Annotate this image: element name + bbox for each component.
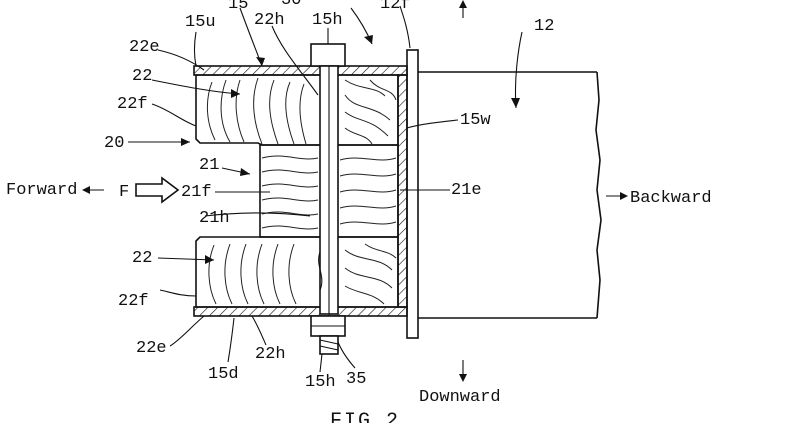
label-22f-bottom: 22f (118, 292, 149, 311)
label-30: 30 (281, 0, 301, 10)
label-22-bottom: 22 (132, 249, 152, 268)
label-15h-top: 15h (312, 11, 343, 30)
label-22e-top: 22e (129, 38, 160, 57)
label-f: F (119, 183, 129, 202)
figure-caption: FIG.2 (330, 410, 400, 423)
label-22h-bottom: 22h (255, 345, 286, 364)
rubber-block-upper (195, 74, 399, 146)
downward-arrow-icon (459, 360, 467, 382)
label-35: 35 (346, 370, 366, 389)
label-15u: 15u (185, 13, 216, 32)
label-backward: Backward (630, 189, 712, 208)
force-arrow-icon (135, 176, 180, 204)
arrow-heads (181, 35, 520, 264)
frame-member-12 (418, 71, 602, 319)
label-12: 12 (534, 17, 554, 36)
label-forward: Forward (6, 181, 77, 200)
bracket-15 (193, 65, 408, 317)
label-downward: Downward (419, 388, 501, 407)
rubber-block-lower (195, 236, 399, 308)
label-22e-bottom: 22e (136, 339, 167, 358)
label-15: 15 (228, 0, 248, 14)
label-21e: 21e (451, 181, 482, 200)
label-15w: 15w (460, 111, 491, 130)
label-22h-top: 22h (254, 11, 285, 30)
forward-arrow-icon (82, 186, 104, 194)
flange-plate-12f (406, 49, 419, 339)
label-21h: 21h (199, 209, 230, 228)
label-15d: 15d (208, 365, 239, 384)
upward-arrow-icon (459, 0, 467, 18)
backward-arrow-icon (606, 192, 628, 200)
label-21: 21 (199, 156, 219, 175)
label-22f-top: 22f (117, 95, 148, 114)
label-12f: 12f (380, 0, 411, 14)
label-21f: 21f (181, 183, 212, 202)
label-22-top: 22 (132, 67, 152, 86)
label-20: 20 (104, 134, 124, 153)
bolt-30 (310, 43, 346, 355)
label-15h-bottom: 15h (305, 373, 336, 392)
